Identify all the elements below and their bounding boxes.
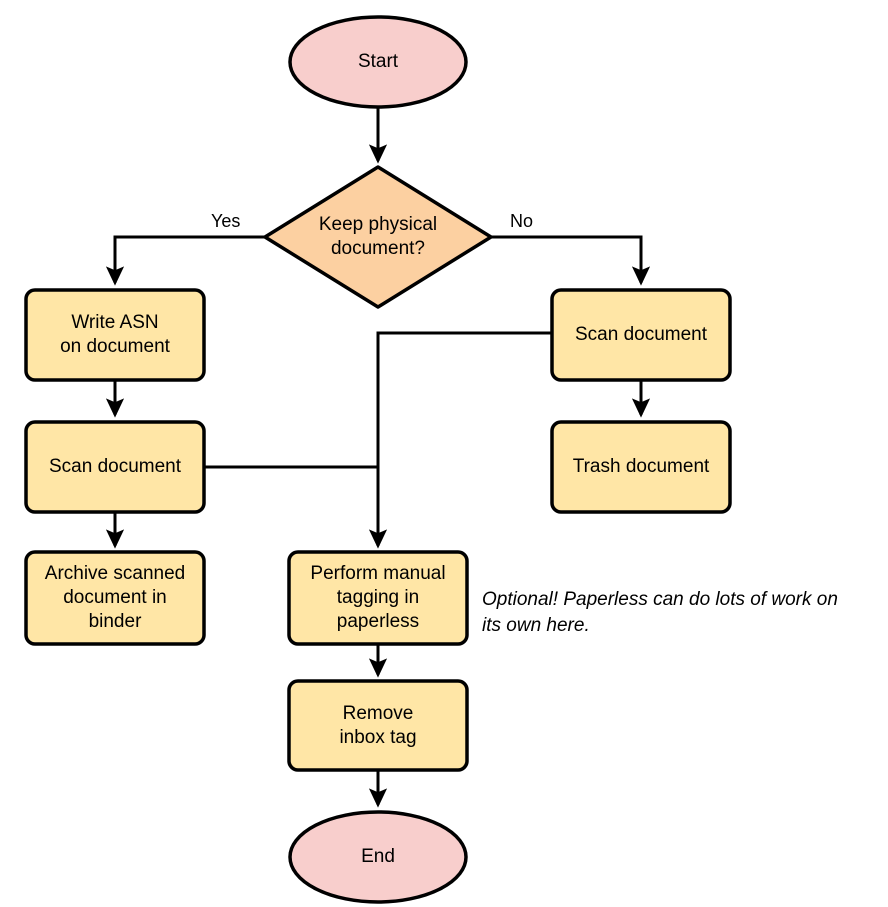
node-archive-hit[interactable] xyxy=(26,552,204,644)
node-end-hit[interactable] xyxy=(290,812,466,902)
node-remove-inbox-hit[interactable] xyxy=(289,681,467,770)
optional-note: Optional! Paperless can do lots of work … xyxy=(482,589,838,636)
node-decision xyxy=(263,165,493,309)
node-trash xyxy=(550,420,732,514)
node-end xyxy=(288,810,468,904)
edge-decision-to-scan-right xyxy=(491,235,651,286)
edge-scan-right-to-manual-tag xyxy=(368,331,552,549)
node-write-asn-hit[interactable] xyxy=(26,290,204,380)
node-start xyxy=(288,15,468,109)
node-manual-tag-hit[interactable] xyxy=(289,552,467,644)
node-scan-right xyxy=(550,288,732,382)
edge-label-no: No xyxy=(510,211,534,231)
node-remove-inbox xyxy=(287,679,469,772)
node-decision-hit[interactable] xyxy=(265,167,491,307)
node-start-hit[interactable] xyxy=(290,17,466,107)
node-write-asn xyxy=(24,288,206,382)
edge-decision-to-write-asn xyxy=(105,235,265,286)
node-trash-hit[interactable] xyxy=(552,422,730,512)
node-scan-left xyxy=(24,420,206,514)
node-manual-tag xyxy=(287,550,469,646)
node-scan-right-hit[interactable] xyxy=(552,290,730,380)
node-archive xyxy=(24,550,206,646)
node-scan-left-hit[interactable] xyxy=(26,422,204,512)
edge-label-yes: Yes xyxy=(211,211,241,231)
